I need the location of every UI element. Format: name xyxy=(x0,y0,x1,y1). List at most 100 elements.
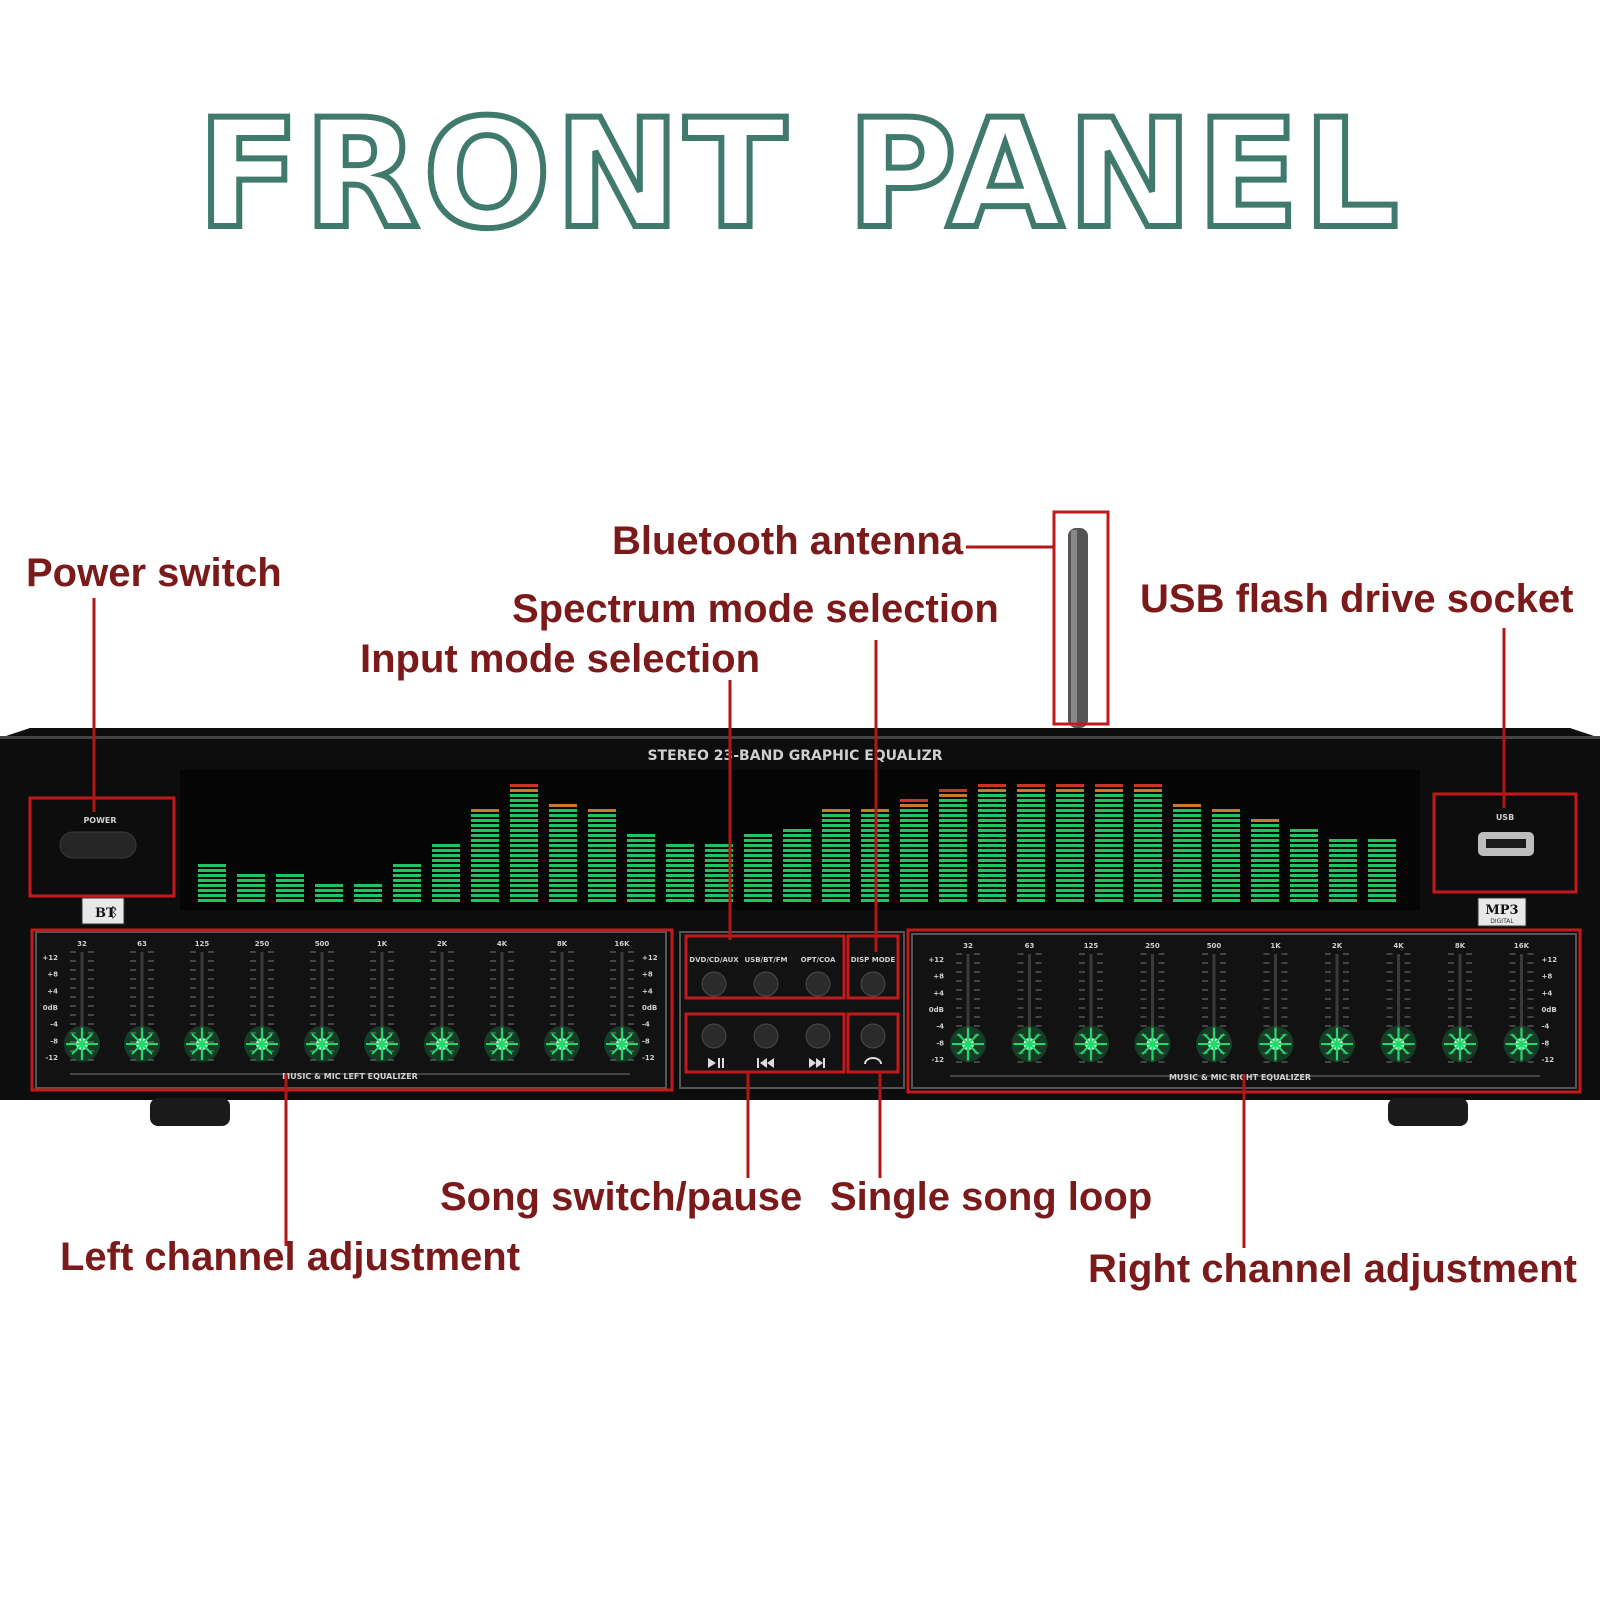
db-scale-label: -12 xyxy=(1542,1056,1555,1064)
spectrum-bar xyxy=(237,874,265,902)
db-scale-label: +8 xyxy=(642,971,653,979)
play-pause-button[interactable] xyxy=(701,1023,727,1049)
spectrum-bar xyxy=(1056,784,1084,902)
spectrum-bar xyxy=(471,809,499,902)
power-switch[interactable] xyxy=(59,831,137,859)
spectrum-bar xyxy=(1017,784,1045,902)
spectrum-bar xyxy=(549,804,577,902)
eq-freq-label: 2K xyxy=(437,940,448,948)
input-button-opt[interactable] xyxy=(805,971,831,997)
db-scale-label: +12 xyxy=(42,954,58,962)
db-scale-label: -8 xyxy=(1542,1039,1550,1047)
svg-text:BT: BT xyxy=(95,906,116,921)
device-header: STEREO 23-BAND GRAPHIC EQUALIZR xyxy=(647,748,942,764)
db-scale-label: 0dB xyxy=(642,1004,657,1012)
spectrum-bar xyxy=(978,784,1006,902)
right-eq-label: MUSIC & MIC RIGHT EQUALIZER xyxy=(1169,1073,1311,1082)
bt-badge xyxy=(81,897,125,925)
input-label-usb: USB/BT/FM xyxy=(744,956,787,964)
spectrum-bar xyxy=(510,784,538,902)
eq-freq-label: 8K xyxy=(557,940,568,948)
callout-right-channel: Right channel adjustment xyxy=(1088,1247,1577,1291)
eq-freq-label: 16K xyxy=(614,940,630,948)
spectrum-bar xyxy=(1329,839,1357,902)
spectrum-bar xyxy=(1134,784,1162,902)
spectrum-bar xyxy=(432,844,460,902)
db-scale-label: +12 xyxy=(642,954,658,962)
callout-usb-socket: USB flash drive socket xyxy=(1140,577,1574,621)
play-pause-icon xyxy=(708,1058,724,1068)
callout-bluetooth-antenna: Bluetooth antenna xyxy=(612,519,964,563)
eq-freq-label: 1K xyxy=(377,940,388,948)
device-foot-left xyxy=(150,1098,230,1126)
eq-freq-label: 32 xyxy=(963,942,973,950)
loop-icon xyxy=(864,1057,882,1065)
db-scale-label: +4 xyxy=(933,989,944,997)
spectrum-bar xyxy=(1173,804,1201,902)
callout-single-loop: Single song loop xyxy=(830,1175,1152,1219)
db-scale-label: +8 xyxy=(1542,973,1553,981)
mp3-badge xyxy=(1477,897,1527,927)
spectrum-bar xyxy=(354,884,382,902)
transport-highlight-box xyxy=(684,1012,846,1074)
usb-label: USB xyxy=(1496,813,1514,822)
callout-song-switch: Song switch/pause xyxy=(440,1175,802,1219)
spectrum-bar xyxy=(1212,809,1240,902)
db-scale-label: -4 xyxy=(936,1023,944,1031)
db-scale-label: -4 xyxy=(642,1021,650,1029)
eq-freq-label: 63 xyxy=(1025,942,1035,950)
loop-button[interactable] xyxy=(860,1023,886,1049)
spectrum-bar xyxy=(588,809,616,902)
eq-freq-label: 500 xyxy=(1207,942,1222,950)
spectrum-bar xyxy=(783,829,811,902)
callout-spectrum-mode: Spectrum mode selection xyxy=(512,587,999,631)
next-button[interactable] xyxy=(805,1023,831,1049)
db-scale-label: -12 xyxy=(45,1054,58,1062)
power-highlight-box xyxy=(28,796,176,898)
input-label-dvd: DVD/CD/AUX xyxy=(689,956,739,964)
db-scale-label: -4 xyxy=(50,1021,58,1029)
svg-text:MP3: MP3 xyxy=(1485,903,1518,918)
disp-mode-label: DISP MODE xyxy=(851,956,896,964)
input-button-dvd[interactable] xyxy=(701,971,727,997)
db-scale-label: -8 xyxy=(642,1037,650,1045)
spectrum-bar xyxy=(1290,829,1318,902)
eq-freq-label: 8K xyxy=(1455,942,1466,950)
spectrum-bar xyxy=(939,789,967,902)
spectrum-bar xyxy=(822,809,850,902)
input-mode-highlight-box xyxy=(684,934,846,1000)
db-scale-label: +4 xyxy=(1542,989,1553,997)
spectrum-bar xyxy=(276,874,304,902)
spectrum-bar xyxy=(627,834,655,902)
eq-freq-label: 4K xyxy=(497,940,508,948)
db-scale-label: +8 xyxy=(47,971,58,979)
eq-freq-label: 125 xyxy=(195,940,210,948)
eq-freq-label: 4K xyxy=(1393,942,1404,950)
spectrum-bar xyxy=(1368,839,1396,902)
next-icon xyxy=(809,1058,825,1068)
spectrum-bar xyxy=(900,799,928,902)
db-scale-label: +8 xyxy=(933,973,944,981)
db-scale-label: 0dB xyxy=(1542,1006,1557,1014)
spectrum-bar xyxy=(198,864,226,902)
previous-button[interactable] xyxy=(753,1023,779,1049)
callout-input-mode: Input mode selection xyxy=(360,637,760,681)
disp-mode-button[interactable] xyxy=(860,971,886,997)
eq-freq-label: 250 xyxy=(1145,942,1160,950)
eq-freq-label: 125 xyxy=(1084,942,1099,950)
db-scale-label: 0dB xyxy=(43,1004,58,1012)
spectrum-bar xyxy=(666,844,694,902)
left-eq-label: MUSIC & MIC LEFT EQUALIZER xyxy=(282,1072,418,1081)
db-scale-label: -4 xyxy=(1542,1023,1550,1031)
input-button-usb[interactable] xyxy=(753,971,779,997)
spectrum-bar xyxy=(744,834,772,902)
center-control-panel xyxy=(679,931,905,1089)
input-label-opt: OPT/COA xyxy=(801,956,836,964)
spectrum-bar xyxy=(1095,784,1123,902)
callout-power-switch: Power switch xyxy=(26,551,282,595)
db-scale-label: 0dB xyxy=(929,1006,944,1014)
eq-freq-label: 16K xyxy=(1514,942,1530,950)
left-eq-highlight-box xyxy=(30,928,674,1092)
eq-freq-label: 500 xyxy=(315,940,330,948)
